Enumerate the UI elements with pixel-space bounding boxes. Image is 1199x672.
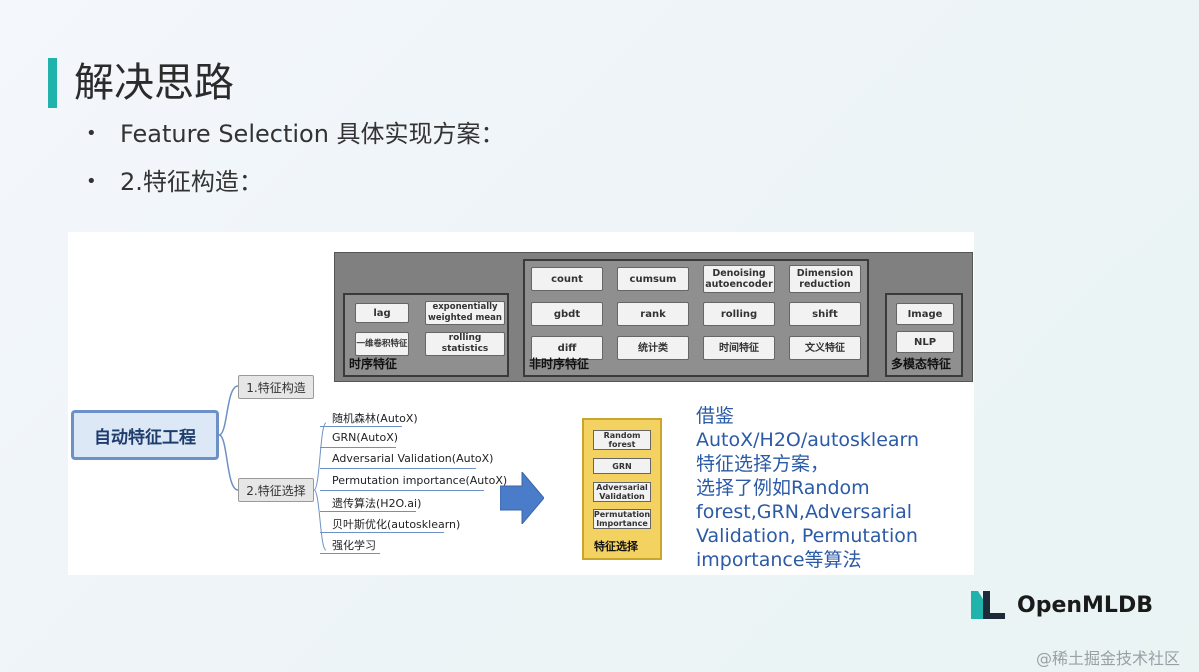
group-multimodal-label: 多模态特征 [891,357,952,371]
bullet-dot-icon: • [86,171,97,192]
feature-construction-panel: lag exponentially weighted mean 一维卷积特征 r… [334,252,973,382]
feature-engineering-diagram: lag exponentially weighted mean 一维卷积特征 r… [68,232,974,575]
chip-ewm: exponentially weighted mean [425,301,505,325]
sel-panel-label: 特征选择 [594,540,638,553]
chip-dimension-reduction: Dimension reduction [789,265,861,293]
leaf-random-forest: 随机森林(AutoX) [332,412,418,425]
note-line: 特征选择方案， [696,453,830,475]
leaf-bayesian-optimization: 贝叶斯优化(autosklearn) [332,518,461,531]
openmldb-logo-icon [971,591,1005,619]
watermark: @稀土掘金技术社区 [1036,649,1181,668]
leaf-reinforcement-learning: 强化学习 [332,539,376,552]
leaf-permutation-importance: Permutation importance(AutoX) [332,474,508,487]
chip-rank: rank [617,302,689,326]
chip-lag: lag [355,303,409,323]
group-temporal-label: 时序特征 [349,357,398,371]
leaf-grn: GRN(AutoX) [332,431,399,444]
root-node-auto-feature-engineering: 自动特征工程 [71,410,219,460]
chip-image: Image [896,303,954,325]
group-temporal: lag exponentially weighted mean 一维卷积特征 r… [343,293,509,377]
leaf-underline [320,532,444,533]
chip-gbdt: gbdt [531,302,603,326]
chip-cumsum: cumsum [617,267,689,291]
leaf-underline [320,426,402,427]
bullet-2-text: 2.特征构造： [120,168,263,196]
sel-chip-permutation-importance: Permutation Importance [593,509,651,529]
feature-selection-panel: Random forest GRN Adversarial Validation… [582,418,662,560]
group-non-temporal: count cumsum Denoising autoencoder Dimen… [523,259,869,377]
chip-statistics: 统计类 [617,336,689,360]
group-multimodal: Image NLP 多模态特征 [885,293,963,377]
note-line: Validation, Permutation [696,525,918,547]
chip-rolling: rolling [703,302,775,326]
sel-chip-adversarial-validation: Adversarial Validation [593,482,651,502]
right-arrow-icon [500,472,544,524]
leaf-underline [320,553,380,554]
chip-diff: diff [531,336,603,360]
note-line: AutoX/H2O/autosklearn [696,429,920,451]
leaf-genetic-algorithm: 遗传算法(H2O.ai) [332,497,422,510]
branch-feature-selection: 2.特征选择 [238,478,314,502]
chip-time-features: 时间特征 [703,336,775,360]
note-line: forest,GRN,Adversarial [696,501,912,523]
leaf-underline [320,447,396,448]
slide-title: 解决思路 [74,60,234,106]
sel-chip-grn: GRN [593,458,651,474]
chip-text-features: 文义特征 [789,336,861,360]
chip-count: count [531,267,603,291]
chip-denoising-autoencoder: Denoising autoencoder [703,265,775,293]
chip-rolling-stats: rolling statistics [425,332,505,356]
chip-shift: shift [789,302,861,326]
leaf-underline [320,468,476,469]
leaf-adversarial-validation: Adversarial Validation(AutoX) [332,452,494,465]
sel-chip-random-forest: Random forest [593,430,651,450]
title-accent-bar [48,58,57,108]
note-line: importance等算法 [696,549,862,571]
reference-note: 借鉴 AutoX/H2O/autosklearn 特征选择方案， 选择了例如Ra… [696,404,966,572]
chip-nlp: NLP [896,331,954,353]
openmldb-logo: OpenMLDB [971,591,1153,619]
branch-feature-construction: 1.特征构造 [238,375,314,399]
note-line: 借鉴 [696,405,735,427]
chip-conv1d: 一维卷积特征 [355,332,409,356]
bullet-1-text: Feature Selection 具体实现方案： [120,120,505,148]
bullet-dot-icon: • [86,123,97,144]
openmldb-logo-text: OpenMLDB [1017,592,1153,618]
leaf-underline [320,490,484,491]
mindmap-connectors [218,385,327,551]
group-non-temporal-label: 非时序特征 [529,357,590,371]
note-line: 选择了例如Random [696,477,870,499]
leaf-underline [320,511,416,512]
